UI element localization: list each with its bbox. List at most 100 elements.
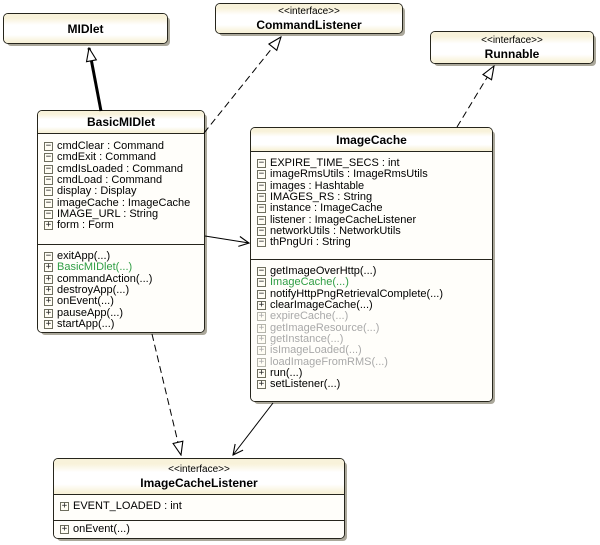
member-label: cmdExit : Command: [57, 151, 157, 164]
method-row[interactable]: −ImageCache(...): [251, 277, 492, 288]
class-name: Runnable: [484, 46, 540, 61]
attribute-row[interactable]: −display : Display: [38, 186, 204, 197]
attribute-row[interactable]: −IMAGE_URL : String: [38, 207, 204, 220]
method-row[interactable]: +setListener(...): [251, 379, 492, 390]
methods-compartment: + onEvent(...): [54, 520, 344, 538]
method-row[interactable]: + commandAction(...): [38, 272, 204, 285]
class-box-midlet[interactable]: MIDlet: [3, 13, 168, 44]
method-row[interactable]: + loadImageFromRMS(...): [251, 356, 492, 367]
member-label: ImageCache(...): [270, 276, 349, 289]
member-label: imageCache : ImageCache: [57, 196, 191, 209]
attribute-row[interactable]: +EVENT_LOADED : int: [54, 501, 344, 512]
attribute-row[interactable]: −cmdExit : Command: [38, 152, 204, 163]
attribute-row[interactable]: −cmdLoad : Command: [38, 175, 204, 186]
member-label: notifyHttpPngRetrievalComplete(...): [270, 287, 444, 300]
class-name: ImageCacheListener: [140, 475, 258, 490]
method-row[interactable]: +BasicMIDlet(...): [38, 262, 204, 273]
plus-icon: +: [257, 322, 266, 333]
stereotype-label: <<interface>>: [481, 34, 543, 46]
attribute-row[interactable]: −EXPIRE_TIME_SECS : int: [251, 158, 492, 169]
realization-basicmidlet-to-commandlistener[interactable]: [203, 37, 281, 134]
method-row[interactable]: +getInstance(...): [251, 332, 492, 345]
method-row[interactable]: −getImageOverHttp(...): [251, 266, 492, 277]
association-basicmidlet-to-imagecache[interactable]: [204, 235, 249, 243]
plus-icon: +: [44, 318, 53, 329]
method-row[interactable]: +pauseApp(...): [38, 307, 204, 318]
minus-icon: −: [257, 203, 266, 214]
member-label: getInstance(...): [270, 332, 344, 345]
method-row[interactable]: +destroyApp(...): [38, 285, 204, 296]
class-header: MIDlet: [4, 14, 167, 43]
member-label: form : Form: [57, 219, 114, 232]
realization-basicmidlet-to-imagecachelistener[interactable]: [151, 333, 181, 455]
minus-icon: −: [257, 158, 266, 169]
minus-icon: −: [257, 214, 266, 225]
member-label: loadImageFromRMS(...): [270, 355, 388, 368]
minus-icon: −: [44, 251, 53, 262]
method-row[interactable]: +clearImageCache(...): [251, 300, 492, 311]
attribute-row[interactable]: −imageCache : ImageCache: [38, 197, 204, 208]
methods-compartment: −exitApp(...)+BasicMIDlet(...)+commandAc…: [38, 244, 204, 332]
member-label: destroyApp(...): [57, 284, 130, 297]
minus-icon: −: [44, 186, 53, 197]
member-label: images : Hashtable: [270, 179, 365, 192]
attribute-row[interactable]: −networkUtils : NetworkUtils: [251, 225, 492, 237]
stereotype-label: <<interface>>: [278, 5, 340, 17]
method-row[interactable]: −notifyHttpPngRetrievalComplete(...): [251, 287, 492, 300]
attribute-row[interactable]: −images : Hashtable: [251, 179, 492, 192]
method-row[interactable]: +getImageResource(...): [251, 322, 492, 333]
member-label: commandAction(...): [57, 272, 153, 285]
interface-box-imagecachelistener[interactable]: <<interface>> ImageCacheListener +EVENT_…: [53, 458, 345, 539]
plus-icon: +: [257, 345, 266, 356]
member-label: startApp(...): [57, 317, 115, 330]
method-row[interactable]: +run(...): [251, 367, 492, 379]
method-row[interactable]: +isImageLoaded(...): [251, 345, 492, 356]
class-header: <<interface>> Runnable: [431, 32, 593, 63]
method-row[interactable]: +onEvent(...): [38, 296, 204, 307]
class-name: BasicMIDlet: [86, 115, 156, 129]
plus-icon: +: [44, 273, 53, 284]
minus-icon: −: [44, 152, 53, 163]
class-box-imagecache[interactable]: ImageCache −EXPIRE_TIME_SECS : int−image…: [250, 127, 493, 402]
member-label: onEvent(...): [73, 523, 130, 536]
attribute-row[interactable]: −cmdIsLoaded : Command: [38, 163, 204, 175]
member-label: thPngUri : String: [270, 236, 351, 249]
member-label: onEvent(...): [57, 295, 114, 308]
attributes-compartment: −EXPIRE_TIME_SECS : int−imageRmsUtils : …: [251, 151, 492, 259]
method-row[interactable]: + startApp(...): [38, 317, 204, 330]
minus-icon: −: [257, 237, 266, 248]
attribute-row[interactable]: −IMAGES_RS : String: [251, 192, 492, 203]
plus-icon: +: [257, 367, 266, 378]
attribute-row[interactable]: +form : Form: [38, 220, 204, 231]
class-header: BasicMIDlet: [38, 111, 204, 133]
attribute-row[interactable]: −instance : ImageCache: [251, 203, 492, 214]
method-row[interactable]: +expireCache(...): [251, 311, 492, 322]
attribute-row[interactable]: −imageRmsUtils : ImageRmsUtils: [251, 169, 492, 180]
interface-box-commandlistener[interactable]: <<interface>> CommandListener: [215, 3, 403, 34]
member-label: IMAGE_URL : String: [57, 207, 159, 220]
association-imagecache-to-imagecachelistener[interactable]: [233, 402, 274, 455]
methods-compartment: −getImageOverHttp(...)−ImageCache(...)−n…: [251, 259, 492, 401]
member-label: listener : ImageCacheListener: [270, 213, 417, 226]
member-label: imageRmsUtils : ImageRmsUtils: [270, 168, 428, 181]
class-header: ImageCache: [251, 128, 492, 151]
generalization-basicmidlet-to-midlet[interactable]: [89, 48, 103, 112]
realization-imagecache-to-runnable[interactable]: [456, 66, 494, 128]
interface-box-runnable[interactable]: <<interface>> Runnable: [430, 31, 594, 64]
attribute-row[interactable]: −listener : ImageCacheListener: [251, 214, 492, 225]
plus-icon: +: [257, 379, 266, 390]
stereotype-label: <<interface>>: [168, 463, 230, 475]
attribute-row[interactable]: −cmdClear : Command: [38, 141, 204, 152]
member-label: display : Display: [57, 185, 137, 198]
plus-icon: +: [60, 501, 69, 512]
class-header: <<interface>> CommandListener: [216, 4, 402, 33]
plus-icon: +: [60, 524, 69, 535]
method-row[interactable]: −exitApp(...): [38, 251, 204, 262]
plus-icon: +: [257, 356, 266, 367]
method-row[interactable]: + onEvent(...): [54, 524, 344, 535]
member-label: expireCache(...): [270, 310, 349, 323]
class-box-basicmidlet[interactable]: BasicMIDlet −cmdClear : Command−cmdExit …: [37, 110, 205, 333]
minus-icon: −: [257, 277, 266, 288]
attribute-row[interactable]: −thPngUri : String: [251, 237, 492, 248]
